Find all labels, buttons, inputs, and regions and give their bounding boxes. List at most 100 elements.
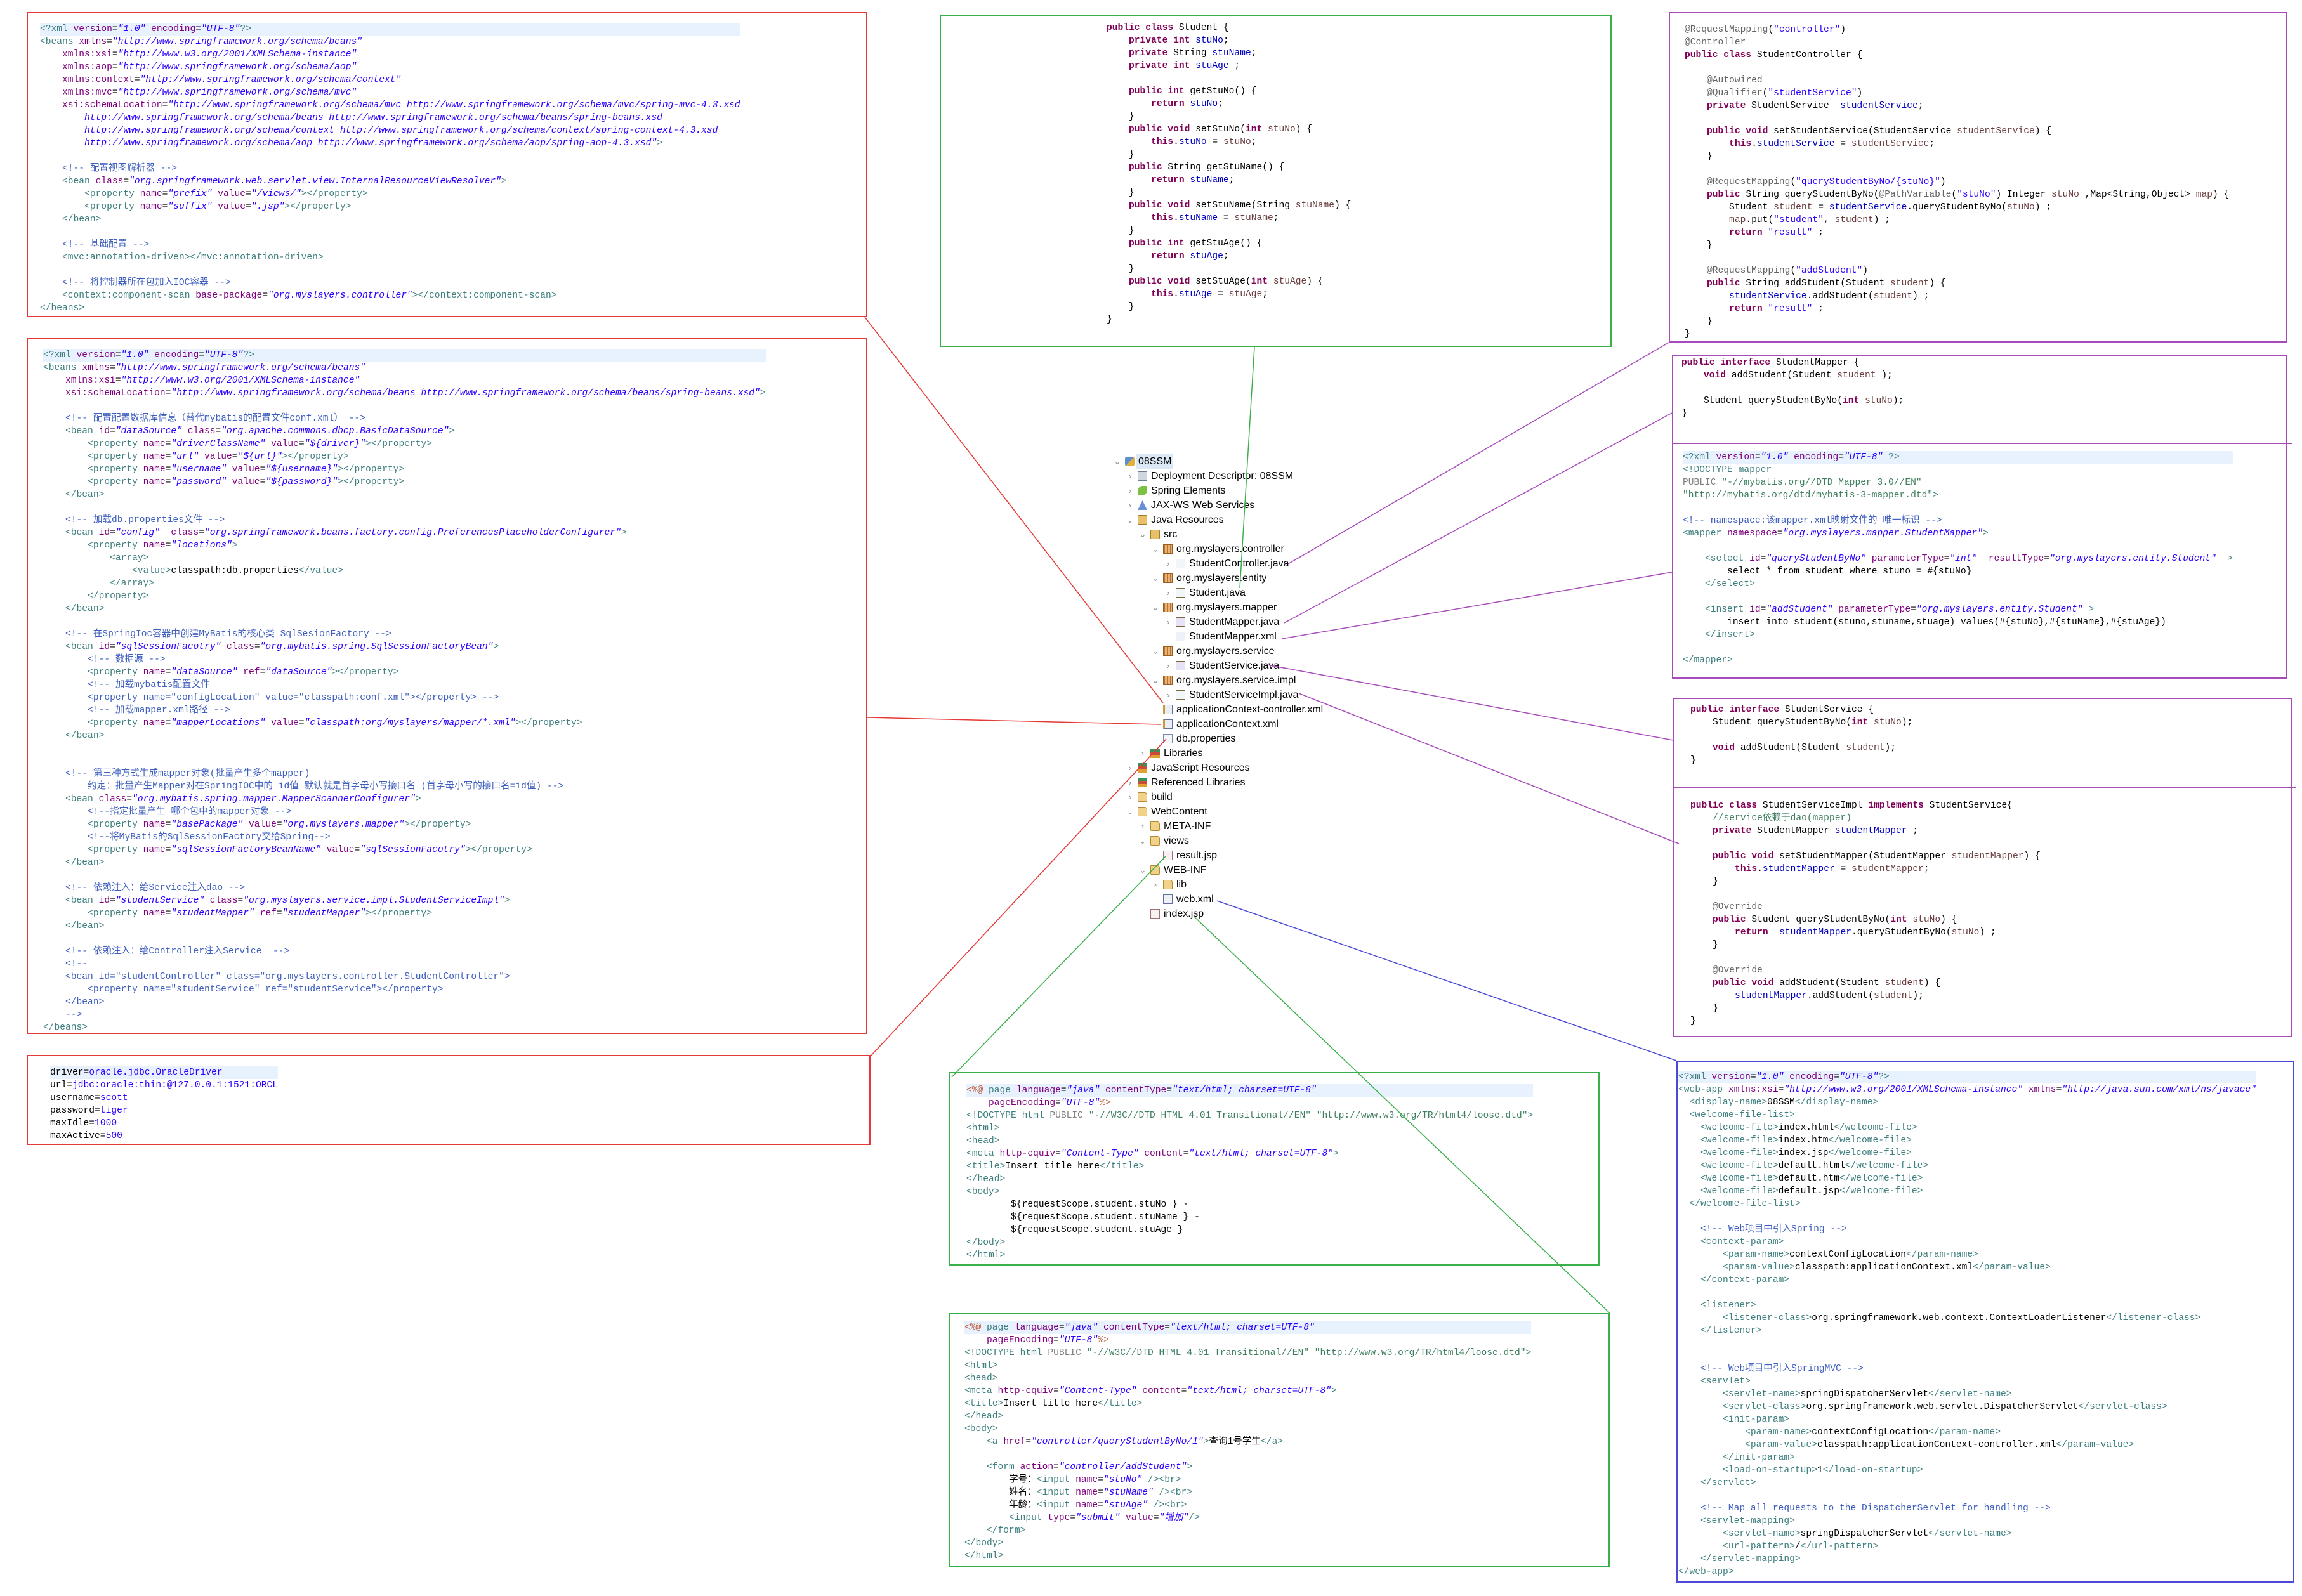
code-token: student xyxy=(1873,291,1913,301)
chevron-right-icon[interactable]: › xyxy=(1166,559,1170,568)
code-line: select * from student where stuno = #{st… xyxy=(1683,565,2233,578)
code-line: </body> xyxy=(966,1236,1533,1249)
code-token: <!-- 基础配置 --> xyxy=(40,240,150,250)
code-token: } xyxy=(1690,755,1696,766)
code-token: stuName xyxy=(1295,200,1335,211)
code-line: this.studentMapper = studentMapper; xyxy=(1690,863,2041,875)
code-token: "1.0" xyxy=(121,350,149,360)
code-token: = xyxy=(1911,605,1916,615)
chevron-down-icon[interactable]: ⌄ xyxy=(1114,457,1121,466)
chevron-right-icon[interactable]: › xyxy=(1128,500,1132,510)
code-token: <!-- 依赖注入：给Service注入dao --> xyxy=(43,883,246,893)
chevron-down-icon[interactable]: ⌄ xyxy=(1139,530,1147,539)
chevron-down-icon[interactable]: ⌄ xyxy=(1126,807,1134,816)
chevron-right-icon[interactable]: › xyxy=(1128,486,1132,495)
chevron-right-icon[interactable]: › xyxy=(1128,471,1132,481)
code-token: = xyxy=(276,820,282,830)
code-line: <property name="studentService" ref="stu… xyxy=(43,983,766,996)
chevron-down-icon[interactable]: ⌄ xyxy=(1152,573,1159,583)
chevron-right-icon[interactable]: › xyxy=(1141,821,1145,831)
code-token: <!-- 依赖注入：给Controller注入Service --> xyxy=(43,946,290,957)
code-line: void addStudent(Student student); xyxy=(1690,742,1912,754)
code-token: .addStudent( xyxy=(1806,991,1874,1001)
code-token: ></property> xyxy=(515,718,582,728)
code-line: Student queryStudentByNo(int stuNo); xyxy=(1681,395,1904,407)
chevron-right-icon[interactable]: › xyxy=(1141,749,1145,758)
code-line xyxy=(43,400,766,412)
chevron-down-icon[interactable]: ⌄ xyxy=(1152,646,1159,656)
code-token: = xyxy=(1164,1323,1171,1333)
chevron-down-icon[interactable]: ⌄ xyxy=(1152,603,1159,612)
chevron-right-icon[interactable]: › xyxy=(1166,617,1170,627)
code-token: <%@ xyxy=(964,1323,982,1333)
chevron-right-icon[interactable]: › xyxy=(1128,778,1132,787)
code-line xyxy=(1683,502,2233,514)
chevron-right-icon[interactable]: › xyxy=(1128,792,1132,802)
chevron-right-icon[interactable]: › xyxy=(1166,588,1170,598)
chevron-down-icon[interactable]: ⌄ xyxy=(1152,544,1159,554)
code-token: value xyxy=(265,439,299,449)
code-token: id xyxy=(98,896,110,906)
code-line: } xyxy=(1685,150,2229,163)
application-context-panel xyxy=(27,338,867,1034)
code-token: <array> xyxy=(43,553,149,563)
code-line: http://www.springframework.org/schema/co… xyxy=(40,124,740,137)
code-token: public void xyxy=(1107,200,1196,211)
code-token: student xyxy=(1773,202,1813,213)
code-token: default.html xyxy=(1778,1161,1845,1171)
code-line xyxy=(1683,641,2233,654)
code-token: value xyxy=(227,464,260,474)
code-token: class xyxy=(221,642,254,652)
code-token: = xyxy=(112,88,118,98)
code-line: </init-param> xyxy=(1678,1451,2256,1464)
code-token: value xyxy=(243,820,277,830)
code-token: "dataSource" xyxy=(171,667,238,677)
code-token: <%@ xyxy=(966,1085,983,1096)
code-line: <web-app xmlns:xsi="http://www.w3.org/20… xyxy=(1678,1083,2256,1096)
chevron-right-icon[interactable]: › xyxy=(1166,661,1170,670)
code-token: ></property> xyxy=(282,452,349,462)
tree-item-label: applicationContext.xml xyxy=(1176,719,1279,729)
code-token: <welcome-file> xyxy=(1678,1161,1779,1171)
code-line: void addStudent(Student student ); xyxy=(1681,369,1904,382)
code-token: } xyxy=(1690,877,1718,887)
code-token: ) Integer xyxy=(1996,190,2052,200)
code-token: ( xyxy=(1790,266,1796,276)
code-token: "controller" xyxy=(1773,25,1841,35)
code-token: <bean xyxy=(43,426,99,436)
chevron-down-icon[interactable]: ⌄ xyxy=(1152,676,1159,685)
chevron-down-icon[interactable]: ⌄ xyxy=(1126,515,1134,525)
code-line: } xyxy=(1690,1002,2041,1015)
code-line: <property name="mapperLocations" value="… xyxy=(43,717,766,729)
code-token: value xyxy=(199,452,232,462)
code-token: "sqlSessionFacotry" xyxy=(115,642,221,652)
chevron-down-icon[interactable]: ⌄ xyxy=(1139,836,1147,846)
link-spring-mvc-xml xyxy=(864,317,1164,703)
chevron-right-icon[interactable]: › xyxy=(1128,763,1132,773)
code-token: "-//W3C//DTD HTML 4.01 Transitional//EN"… xyxy=(1088,1111,1528,1121)
chevron-down-icon[interactable]: ⌄ xyxy=(1139,865,1147,875)
chevron-right-icon[interactable]: › xyxy=(1166,690,1170,700)
library-icon xyxy=(1138,763,1147,773)
code-line: <!-- 数据源 --> xyxy=(43,653,766,666)
code-token: String getStuName() { xyxy=(1167,162,1285,173)
code-line: this.stuName = stuName; xyxy=(1107,212,1351,225)
code-line: @Qualifier("studentService") xyxy=(1685,87,2229,100)
code-line: <select id="queryStudentByNo" parameterT… xyxy=(1683,553,2233,565)
code-token: <!-- 第三种方式生成mapper对象(批量产生多个mapper) xyxy=(43,769,310,779)
code-token: public void xyxy=(1690,978,1780,988)
tree-item-label: db.properties xyxy=(1176,733,1236,744)
code-token: } xyxy=(1107,226,1135,236)
code-line: </bean> xyxy=(43,996,766,1009)
code-line: <!-- 配置配置数据库信息（替代mybatis的配置文件conf.xml） -… xyxy=(43,412,766,425)
code-token: = xyxy=(126,794,133,804)
code-line: </web-app> xyxy=(1678,1566,2256,1578)
code-token: . xyxy=(1173,137,1179,147)
chevron-right-icon[interactable]: › xyxy=(1154,880,1157,889)
code-token: "password" xyxy=(171,477,227,487)
code-line: <bean id="studentService" class="org.mys… xyxy=(43,894,766,907)
code-line xyxy=(1683,591,2233,603)
code-token: <param-name> xyxy=(1678,1427,1812,1437)
code-line: <!--将MyBatis的SqlSessionFactory交给Spring--… xyxy=(43,831,766,844)
tree-item-label: WEB-INF xyxy=(1164,865,1207,875)
